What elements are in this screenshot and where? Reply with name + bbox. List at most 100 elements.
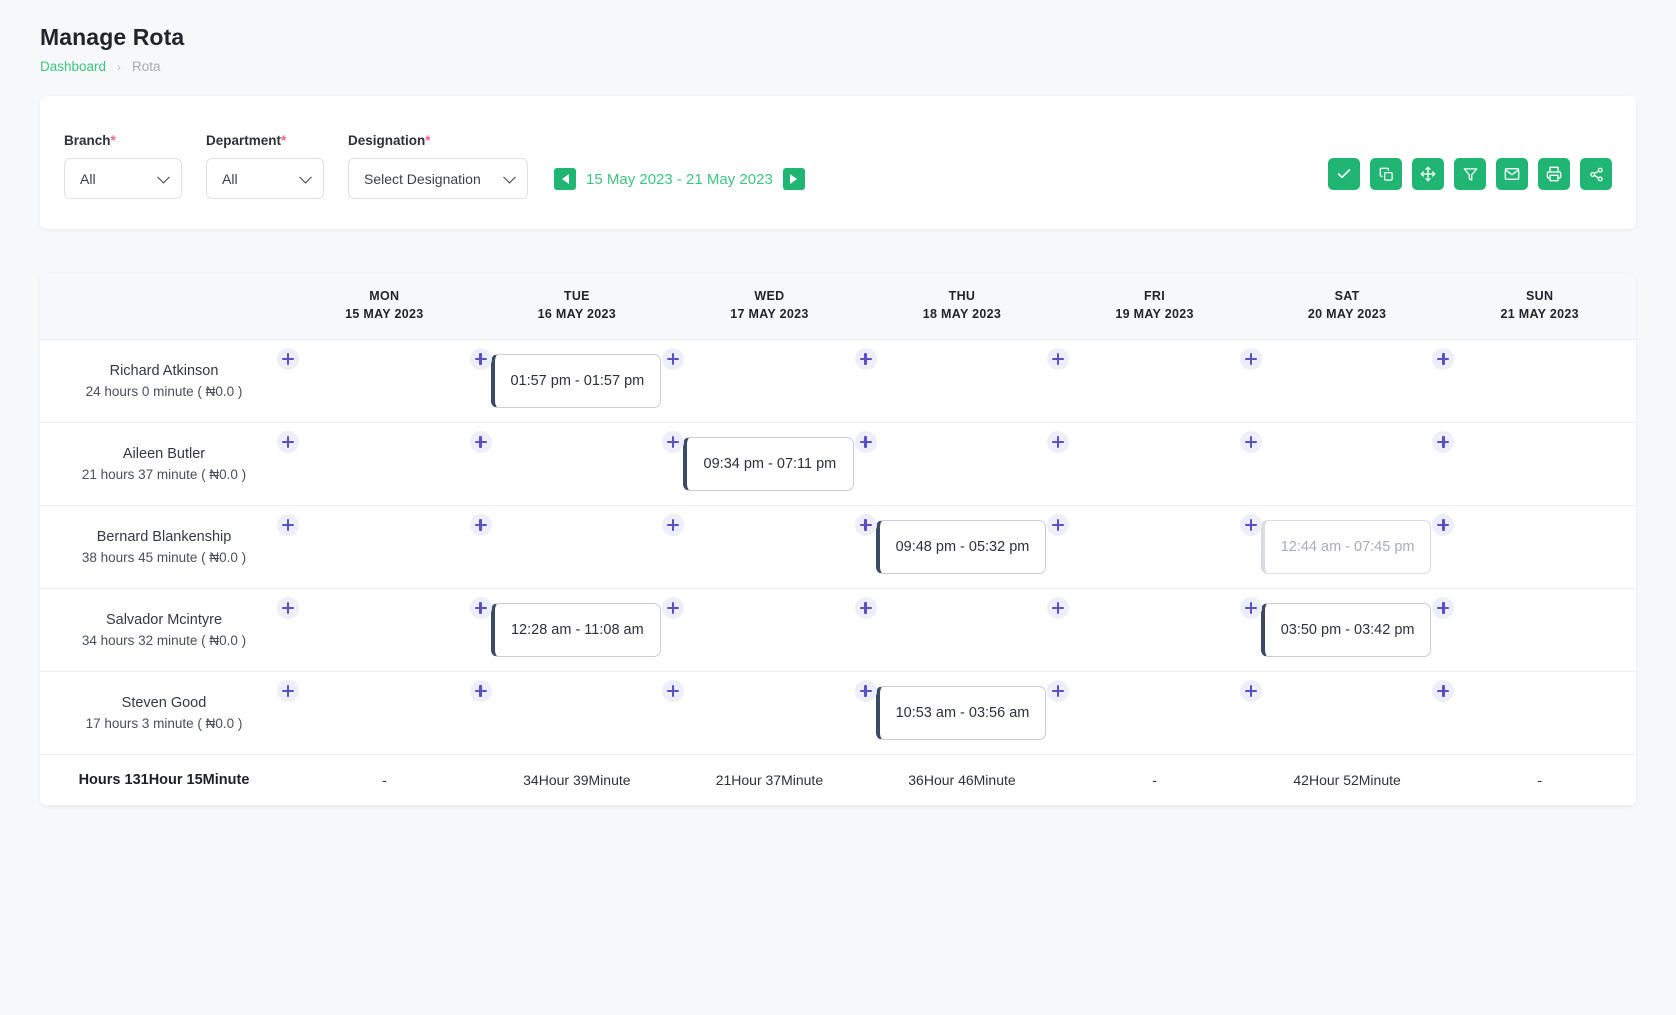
designation-label-text: Designation xyxy=(348,133,426,148)
employee-hours: 17 hours 3 minute ( ₦0.0 ) xyxy=(85,716,243,732)
date-range-navigator: 15 May 2023 - 21 May 2023 xyxy=(554,168,805,190)
add-shift-icon[interactable] xyxy=(1239,514,1262,537)
add-shift-icon[interactable] xyxy=(1047,431,1070,454)
add-shift-icon[interactable] xyxy=(277,348,299,371)
add-shift-icon[interactable] xyxy=(277,431,299,454)
filter-button[interactable] xyxy=(1454,158,1486,190)
add-shift-icon[interactable] xyxy=(662,680,685,703)
page-title: Manage Rota xyxy=(40,24,185,50)
shift-card[interactable]: 09:34 pm - 07:11 pm xyxy=(683,437,854,492)
day-cell-fri xyxy=(1047,339,1251,424)
day-cell-mon xyxy=(277,339,481,424)
share-button[interactable] xyxy=(1580,158,1612,190)
day-cell-sat: 12:44 am - 07:45 pm xyxy=(1239,505,1444,590)
shift-card[interactable]: 01:57 pm - 01:57 pm xyxy=(490,354,662,409)
add-shift-icon[interactable] xyxy=(1432,514,1455,537)
shift-card[interactable]: 12:28 am - 11:08 am xyxy=(490,603,662,658)
day-of-week: SUN xyxy=(1526,289,1554,303)
day-of-week: FRI xyxy=(1144,289,1166,303)
check-icon xyxy=(1337,169,1351,179)
day-of-week: SAT xyxy=(1334,289,1360,303)
add-shift-icon[interactable] xyxy=(854,431,877,454)
add-shift-icon[interactable] xyxy=(1047,514,1070,537)
day-cell-tue: 01:57 pm - 01:57 pm xyxy=(469,339,674,424)
designation-required-marker: * xyxy=(425,133,431,148)
day-cell-wed xyxy=(662,671,866,756)
department-select[interactable]: All xyxy=(206,158,324,199)
day-cell-fri xyxy=(1047,671,1251,756)
day-cell-sun xyxy=(1432,671,1636,756)
shift-card[interactable]: 03:50 pm - 03:42 pm xyxy=(1260,603,1432,658)
add-shift-icon[interactable] xyxy=(854,680,877,703)
add-shift-icon[interactable] xyxy=(1432,680,1455,703)
add-shift-icon[interactable] xyxy=(469,680,492,703)
breadcrumb-separator-icon: › xyxy=(117,59,122,74)
day-cell-mon xyxy=(277,588,481,673)
add-shift-icon[interactable] xyxy=(1432,597,1455,620)
employee-hours: 34 hours 32 minute ( ₦0.0 ) xyxy=(81,633,247,649)
add-shift-icon[interactable] xyxy=(1047,597,1070,620)
add-shift-icon[interactable] xyxy=(277,514,299,537)
add-shift-icon[interactable] xyxy=(854,514,877,537)
previous-week-button[interactable] xyxy=(554,168,576,190)
employee-cell: Steven Good 17 hours 3 minute ( ₦0.0 ) xyxy=(40,671,288,756)
add-shift-icon[interactable] xyxy=(662,514,685,537)
add-shift-icon[interactable] xyxy=(277,597,299,620)
add-shift-icon[interactable] xyxy=(1239,680,1262,703)
chevron-down-icon xyxy=(503,170,516,184)
add-shift-icon[interactable] xyxy=(469,348,492,371)
approve-button[interactable] xyxy=(1328,158,1360,190)
add-shift-icon[interactable] xyxy=(277,680,299,703)
branch-selected-value: All xyxy=(80,170,96,187)
add-shift-icon[interactable] xyxy=(1432,431,1455,454)
day-date: 17 MAY 2023 xyxy=(730,307,809,322)
day-cell-mon xyxy=(277,671,481,756)
add-shift-icon[interactable] xyxy=(662,431,685,454)
date-range-label: 15 May 2023 - 21 May 2023 xyxy=(586,170,773,188)
add-shift-icon[interactable] xyxy=(1239,597,1262,620)
add-shift-icon[interactable] xyxy=(662,597,685,620)
day-cell-tue: 12:28 am - 11:08 am xyxy=(469,588,674,673)
shift-card[interactable]: 09:48 pm - 05:32 pm xyxy=(875,520,1047,575)
add-shift-icon[interactable] xyxy=(662,348,685,371)
branch-select[interactable]: All xyxy=(64,158,182,199)
copy-button[interactable] xyxy=(1370,158,1402,190)
chevron-down-icon xyxy=(157,170,170,184)
next-week-button[interactable] xyxy=(782,168,805,190)
add-shift-icon[interactable] xyxy=(1239,431,1262,454)
day-cell-wed xyxy=(662,339,866,424)
employee-name: Steven Good xyxy=(121,694,207,711)
move-button[interactable] xyxy=(1412,158,1444,190)
day-total-tue: 34Hour 39Minute xyxy=(480,754,674,807)
add-shift-icon[interactable] xyxy=(469,431,492,454)
add-shift-icon[interactable] xyxy=(854,348,877,371)
add-shift-icon[interactable] xyxy=(1432,348,1455,371)
add-shift-icon[interactable] xyxy=(1239,348,1262,371)
day-of-week: MON xyxy=(369,289,400,303)
day-cell-sun xyxy=(1432,505,1636,590)
shift-card[interactable]: 12:44 am - 07:45 pm xyxy=(1260,520,1432,575)
add-shift-icon[interactable] xyxy=(469,597,492,620)
add-shift-icon[interactable] xyxy=(1047,348,1070,371)
add-shift-icon[interactable] xyxy=(469,514,492,537)
shift-card[interactable]: 10:53 am - 03:56 am xyxy=(875,686,1047,741)
day-cell-tue xyxy=(469,505,674,590)
add-shift-icon[interactable] xyxy=(854,597,877,620)
email-button[interactable] xyxy=(1496,158,1528,190)
add-shift-icon[interactable] xyxy=(1047,680,1070,703)
print-button[interactable] xyxy=(1538,158,1570,190)
designation-select[interactable]: Select Designation xyxy=(348,158,528,199)
breadcrumb-dashboard-link[interactable]: Dashboard xyxy=(40,59,107,74)
day-date: 19 MAY 2023 xyxy=(1115,307,1194,322)
